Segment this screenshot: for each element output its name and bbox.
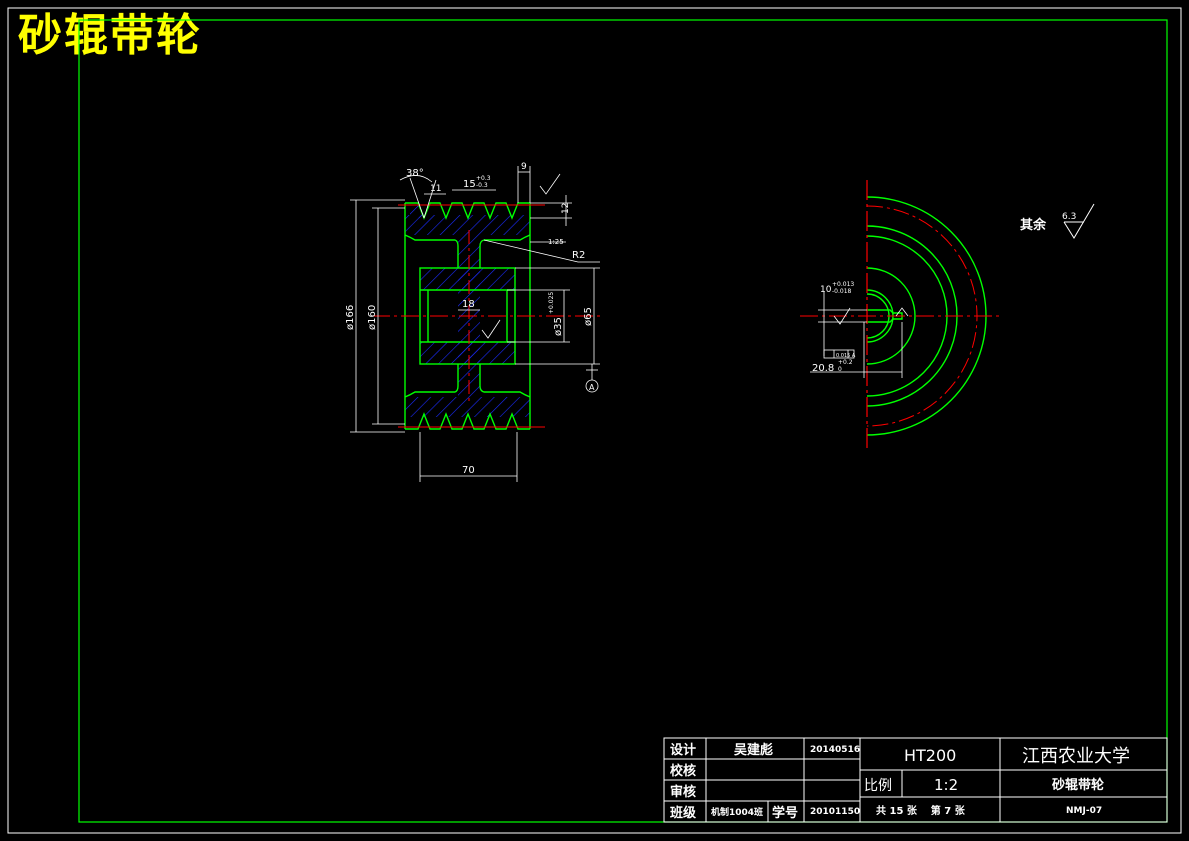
- tb-drawing-no: NMJ-07: [1066, 806, 1102, 816]
- dim-chamfer-note: 1:25: [548, 238, 564, 246]
- dim-outer-dia: ø166: [345, 305, 356, 330]
- dim-groove-pitch-tol-lower: -0.3: [476, 182, 488, 189]
- dim-groove-angle: 38°: [406, 168, 424, 179]
- dim-hub-dia: ø65: [583, 307, 594, 326]
- dim-edge-width: 9: [521, 162, 527, 172]
- title-block: 设计 吴建彪 20140516 校核 审核 班级 机制1004班 学号 2010…: [663, 737, 1168, 823]
- section-outline: [404, 202, 531, 430]
- dim-geo-tol: 0.015 A: [836, 353, 856, 359]
- dim-web-thickness: 18: [462, 299, 475, 310]
- section-dim-text: 38° 11 15 +0.3 -0.3 9 12 1:25 R2 ø166 ø1…: [345, 162, 595, 476]
- tb-label-class: 班级: [670, 805, 697, 821]
- tb-student-no: 20101150: [810, 807, 860, 817]
- section-view: 38° 11 15 +0.3 -0.3 9 12 1:25 R2 ø166 ø1…: [345, 162, 600, 482]
- tb-school: 江西农业大学: [1022, 746, 1130, 767]
- dim-fillet-radius: R2: [572, 250, 585, 261]
- tb-label-review: 审核: [670, 784, 696, 800]
- dim-keyway-tol-upper: +0.013: [832, 281, 854, 288]
- tb-designer: 吴建彪: [734, 742, 773, 758]
- section-dimensions: [350, 166, 600, 482]
- dim-datum: A: [589, 383, 595, 392]
- tb-class: 机制1004班: [711, 806, 763, 818]
- drawing-border: [78, 19, 1168, 823]
- tb-part-name: 砂辊带轮: [1051, 777, 1104, 793]
- dim-keyway-depth-tol-lower: 0: [838, 366, 842, 373]
- dim-bore-tol: +0.025: [548, 292, 555, 314]
- dim-keyway-depth-tol-upper: +0.2: [838, 359, 853, 366]
- dim-groove-width: 11: [430, 184, 441, 194]
- tb-scale-value: 1:2: [934, 776, 958, 794]
- tb-scale-label: 比例: [864, 778, 892, 794]
- tb-label-student-no: 学号: [772, 805, 798, 821]
- dim-keyway-depth: 20.8: [812, 363, 834, 374]
- tb-design-date: 20140516: [810, 745, 860, 755]
- outer-frame: [7, 7, 1182, 834]
- tb-material: HT200: [904, 746, 956, 765]
- dim-keyway-width: 10: [820, 285, 832, 295]
- dim-overall-width: 70: [462, 465, 475, 476]
- roughness-label: 其余: [1020, 217, 1047, 233]
- dim-groove-pitch: 15: [463, 179, 476, 190]
- roughness-value: 6.3: [1062, 212, 1076, 222]
- roughness-note: 其余 6.3: [1020, 203, 1095, 239]
- page-title: 砂辊带轮: [18, 10, 202, 61]
- dim-groove-depth: 12: [561, 203, 571, 214]
- dim-pitch-dia: ø160: [367, 305, 378, 330]
- tb-label-design: 设计: [670, 742, 696, 758]
- end-view: 10 +0.013 -0.018 20.8 +0.2 0 0.015 A: [800, 180, 1000, 452]
- dim-groove-pitch-tol-upper: +0.3: [476, 175, 491, 182]
- dim-keyway-tol-lower: -0.018: [832, 288, 852, 295]
- tb-sheet-info: 共 15 张 第 7 张: [876, 804, 966, 817]
- tb-label-check: 校核: [670, 763, 696, 779]
- section-hatch: [405, 205, 530, 417]
- dim-bore-dia: ø35: [553, 317, 564, 336]
